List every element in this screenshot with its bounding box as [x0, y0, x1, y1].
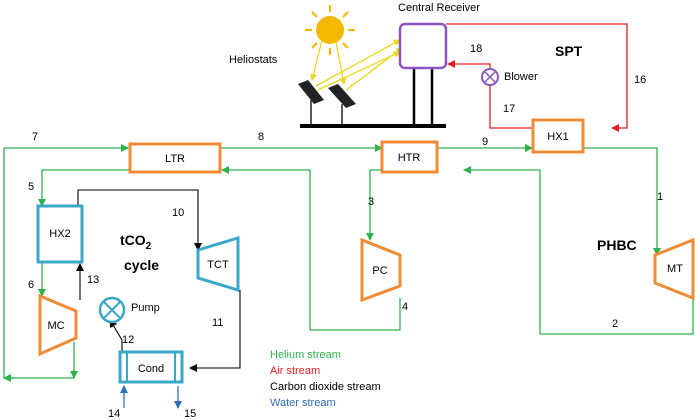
stream-4: 4: [402, 301, 408, 313]
stream-14: 14: [108, 408, 120, 420]
ltr-label: LTR: [165, 153, 185, 165]
stream-8: 8: [258, 131, 264, 143]
legend-helium: Helium stream: [270, 349, 341, 361]
mc-label: MC: [47, 320, 64, 332]
legend: Helium stream Air stream Carbon dioxide …: [270, 349, 381, 409]
stream-5: 5: [28, 181, 34, 193]
heliostat-mirror-1: [298, 80, 324, 126]
stream-3: 3: [368, 196, 374, 208]
helium-loop: [3, 144, 694, 379]
central-receiver-label: Central Receiver: [398, 2, 480, 14]
pump-icon: [98, 296, 126, 324]
legend-air: Air stream: [270, 365, 320, 377]
central-receiver: [398, 22, 448, 70]
hx1-box: [531, 118, 585, 154]
spt-label: SPT: [555, 43, 583, 59]
pc-compressor: [360, 237, 402, 303]
hx2-label: HX2: [49, 228, 70, 240]
tct-label: TCT: [207, 259, 229, 271]
stream-16: 16: [634, 74, 646, 86]
stream-1: 1: [657, 191, 663, 203]
receiver-tower: [412, 68, 434, 126]
legend-co2: Carbon dioxide stream: [270, 381, 381, 393]
water-stream: [120, 385, 182, 409]
co2-loop: [76, 189, 241, 372]
stream-7: 7: [32, 131, 38, 143]
htr-label: HTR: [398, 152, 421, 164]
stream-10: 10: [172, 207, 184, 219]
stream-15: 15: [184, 408, 196, 420]
mt-label: MT: [667, 263, 683, 275]
stream-12: 12: [122, 334, 134, 346]
solar-rays: [310, 39, 403, 91]
pc-label: PC: [372, 265, 387, 277]
heliostat-mirror-2: [328, 84, 356, 126]
stream-13: 13: [87, 274, 99, 286]
tct-turbine: [196, 235, 240, 293]
legend-water: Water stream: [270, 397, 336, 409]
mc-compressor: [38, 293, 78, 357]
stream-11: 11: [212, 317, 223, 329]
blower-icon: [481, 68, 499, 86]
cycle-subtitle: cycle: [124, 257, 159, 273]
ltr-box: [128, 142, 222, 174]
stream-2: 2: [612, 318, 618, 330]
condenser-box: [118, 350, 184, 384]
cond-label: Cond: [138, 363, 164, 375]
cycle-title: tCO2: [120, 232, 152, 252]
heliostats-label: Heliostats: [229, 54, 278, 66]
phbc-label: PHBC: [597, 237, 637, 253]
hx2-box: [36, 204, 84, 264]
stream-17: 17: [503, 103, 515, 115]
htr-box: [380, 140, 439, 174]
air-loop: [446, 23, 628, 132]
sun-icon: [305, 5, 355, 55]
pump-label: Pump: [131, 302, 160, 314]
hx1-label: HX1: [547, 131, 568, 143]
stream-18: 18: [470, 43, 482, 55]
stream-9: 9: [482, 136, 488, 148]
blower-label: Blower: [504, 71, 538, 83]
stream-6: 6: [28, 279, 34, 291]
mt-turbine: [653, 237, 695, 301]
